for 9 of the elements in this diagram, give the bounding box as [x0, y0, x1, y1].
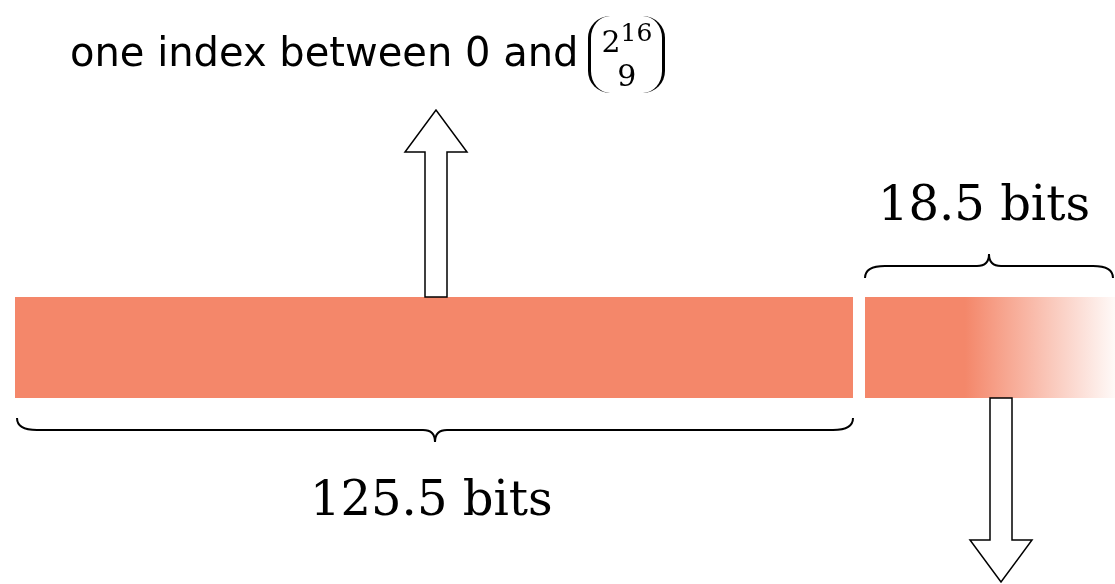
- binomial-bottom: 9: [617, 59, 637, 93]
- binomial-top: 2$^{16}$: [601, 17, 653, 59]
- block-arrow: [403, 108, 469, 298]
- index-text: one index between 0 and: [70, 28, 579, 75]
- bit-bar: [865, 297, 1115, 398]
- bit-bar: [15, 297, 853, 398]
- bit-count-label: 18.5 bits: [878, 175, 1091, 231]
- bit-count-label: 125.5 bits: [310, 470, 553, 526]
- block-arrow: [968, 397, 1034, 584]
